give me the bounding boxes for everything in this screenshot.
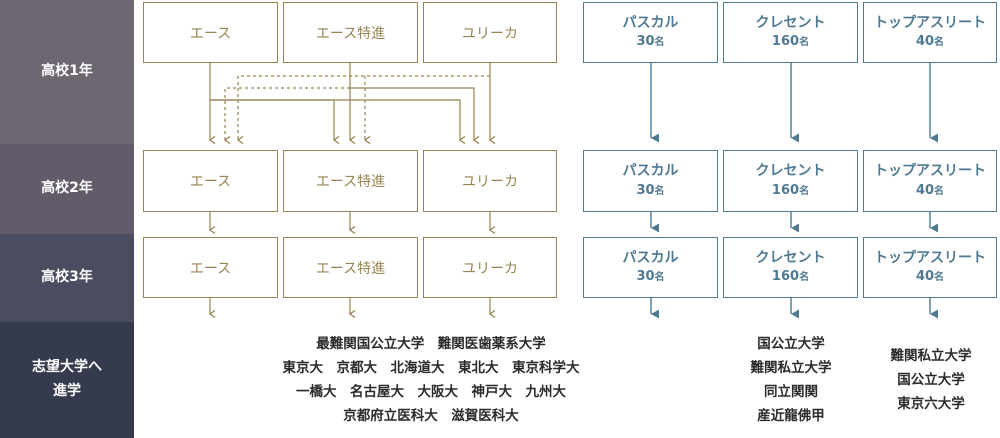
row-label-destination: 志望大学へ 進学 [0,322,134,438]
course-box-ace-year3: エース [143,237,278,298]
course-box-pascal-year2: パスカル 30名 [583,150,718,212]
course-box-top-athlete-year2: トップアスリート 40名 [863,150,997,212]
destination-line: 一橋大 名古屋大 大阪大 神戸大 九州大 [296,384,566,400]
destination-list-gold: 最難関国公立大学 難関医歯薬系大学 東京大 京都大 北海道大 東北大 東京科学大… [255,332,607,428]
course-box-eureka-year2: ユリーカ [423,150,557,212]
course-box-ace-tokushin-year2: エース特進 [283,150,418,212]
destination-line: 産近龍佛甲 [757,408,825,424]
course-box-ace-tokushin-year3: エース特進 [283,237,418,298]
destination-line: 国公立大学 [897,372,965,388]
course-box-ace-year1: エース [143,2,278,63]
connector-tokushin-to-eureka [350,87,474,140]
row-label-year1: 高校1年 [0,0,134,144]
course-box-pascal-year1: パスカル 30名 [583,2,718,63]
destination-line: 最難関国公立大学 難関医歯薬系大学 [316,336,546,352]
connector-ace-to-eureka [210,99,460,140]
destination-line: 東京大 京都大 北海道大 東北大 東京科学大 [282,360,580,376]
connector-tokushin-to-ace-dashed [225,87,350,140]
destination-line: 難関私立大学 [750,360,832,376]
destination-line: 国公立大学 [757,336,825,352]
course-box-top-athlete-year3: トップアスリート 40名 [863,237,997,298]
course-box-ace-year2: エース [143,150,278,212]
destination-line: 京都府立医科大 滋賀医科大 [343,408,519,424]
destination-line: 難関私立大学 [890,348,972,364]
destination-list-crescent: 国公立大学 難関私立大学 同立関関 産近龍佛甲 [730,332,852,428]
destination-line: 同立関関 [764,384,818,400]
destination-list-top-athlete: 難関私立大学 国公立大学 東京六大学 [870,344,992,416]
course-box-eureka-year1: ユリーカ [423,2,557,63]
row-label-year2: 高校2年 [0,144,134,234]
connector-ace-to-tokushin [210,99,334,140]
course-box-top-athlete-year1: トップアスリート 40名 [863,2,997,63]
course-box-crescent-year1: クレセント 160名 [723,2,858,63]
destination-line: 東京六大学 [897,396,965,412]
course-box-crescent-year3: クレセント 160名 [723,237,858,298]
course-box-ace-tokushin-year1: エース特進 [283,2,418,63]
course-box-eureka-year3: ユリーカ [423,237,557,298]
course-box-crescent-year2: クレセント 160名 [723,150,858,212]
course-box-pascal-year3: パスカル 30名 [583,237,718,298]
row-label-year3: 高校3年 [0,234,134,322]
connector-eureka-to-ace-dashed [238,75,490,140]
